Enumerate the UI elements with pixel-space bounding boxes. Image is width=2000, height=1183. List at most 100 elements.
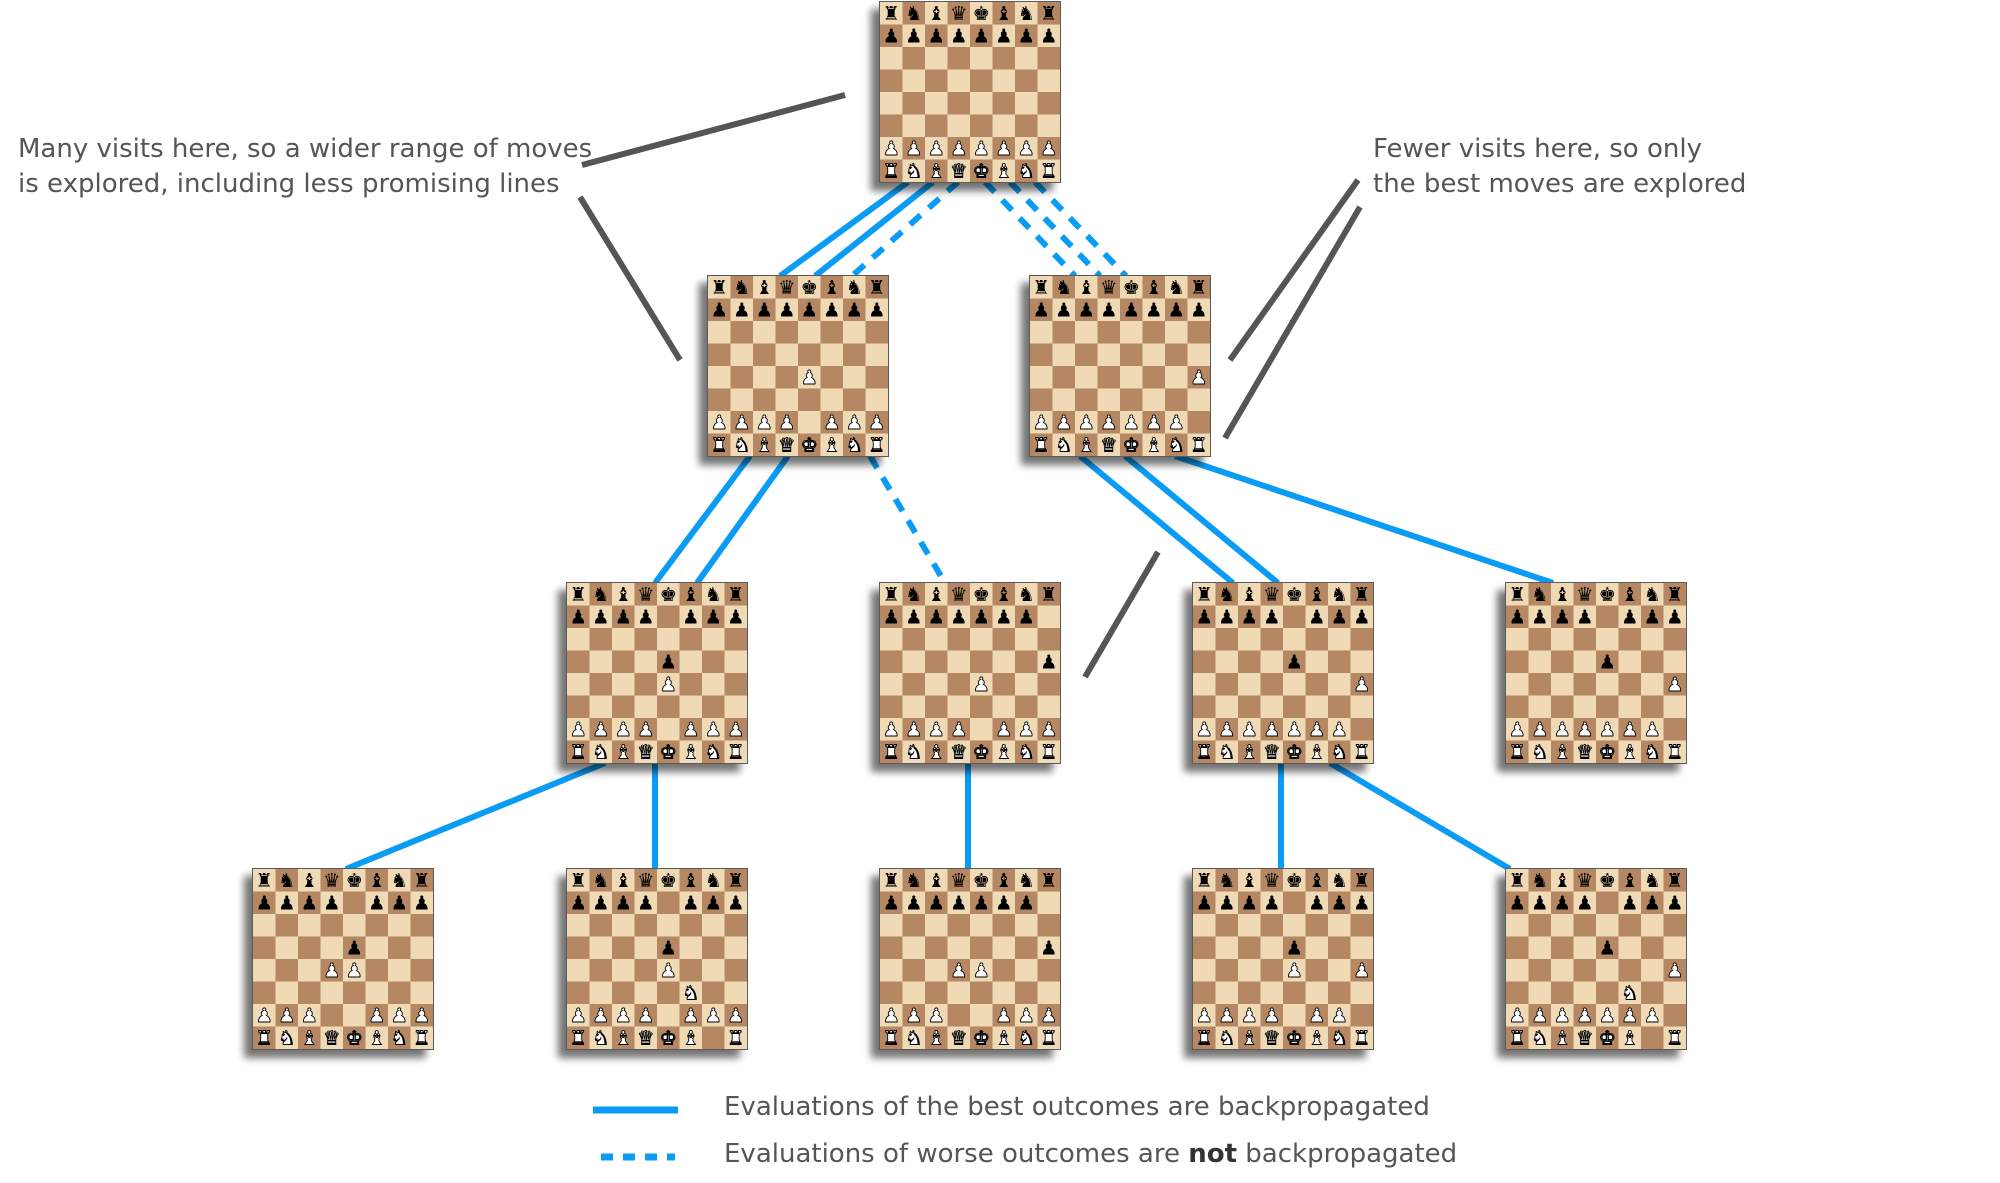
black-pawn-icon: ♟ xyxy=(1190,299,1207,322)
board-square xyxy=(1663,628,1686,651)
white-rook-icon: ♜ xyxy=(570,1027,587,1050)
white-pawn-icon: ♟ xyxy=(391,1004,408,1027)
board-square xyxy=(320,1004,343,1027)
white-pawn-icon: ♟ xyxy=(256,1004,273,1027)
board-square xyxy=(992,583,1015,606)
board-square xyxy=(753,276,776,299)
board-square xyxy=(320,891,343,914)
board-square xyxy=(1573,650,1596,673)
black-pawn-icon: ♟ xyxy=(1599,937,1616,960)
board-square xyxy=(1641,981,1664,1004)
board-square xyxy=(1596,1004,1619,1027)
white-bishop-icon: ♝ xyxy=(1621,741,1638,764)
white-pawn-icon: ♟ xyxy=(711,411,728,434)
black-rook-icon: ♜ xyxy=(1190,276,1207,299)
black-pawn-icon: ♟ xyxy=(711,299,728,322)
board-square xyxy=(702,740,725,763)
chess-board: ♜♞♝♛♚♝♞♜♟♟♟♟♟♟♟♟♟♟♟♟♟♟♟♟♜♞♝♛♚♝♞♜ xyxy=(879,582,1061,764)
board-square xyxy=(708,366,731,389)
board-square xyxy=(612,605,635,628)
white-pawn-icon: ♟ xyxy=(973,959,990,982)
board-square xyxy=(365,891,388,914)
white-knight-icon: ♞ xyxy=(391,1027,408,1050)
board-square xyxy=(1260,914,1283,937)
board-square xyxy=(970,69,993,92)
board-square xyxy=(775,276,798,299)
black-knight-icon: ♞ xyxy=(1531,583,1548,606)
black-bishop-icon: ♝ xyxy=(615,869,632,892)
board-square xyxy=(902,583,925,606)
black-rook-icon: ♜ xyxy=(1033,276,1050,299)
board-square xyxy=(320,869,343,892)
board-square xyxy=(1260,605,1283,628)
black-pawn-icon: ♟ xyxy=(756,299,773,322)
white-king-icon: ♚ xyxy=(1286,741,1303,764)
board-square xyxy=(1037,695,1060,718)
board-square xyxy=(1238,650,1261,673)
board-square xyxy=(343,869,366,892)
black-pawn-icon: ♟ xyxy=(1621,606,1638,629)
board-square xyxy=(1663,914,1686,937)
board-square xyxy=(1215,936,1238,959)
board-square xyxy=(679,673,702,696)
white-pawn-icon: ♟ xyxy=(905,137,922,160)
board-square xyxy=(1641,936,1664,959)
board-square xyxy=(1037,936,1060,959)
legend-dashed-label: Evaluations of worse outcomes are not ba… xyxy=(724,1139,1457,1169)
white-pawn-icon: ♟ xyxy=(1241,1004,1258,1027)
black-bishop-icon: ♝ xyxy=(368,869,385,892)
board-square xyxy=(298,891,321,914)
board-square xyxy=(1350,981,1373,1004)
board-square xyxy=(1641,650,1664,673)
board-square xyxy=(679,936,702,959)
annotation-pointer-line xyxy=(1082,550,1161,679)
edge-solid xyxy=(652,454,753,585)
board-square xyxy=(970,24,993,47)
board-square xyxy=(902,92,925,115)
white-pawn-icon: ♟ xyxy=(905,718,922,741)
board-square xyxy=(1215,1004,1238,1027)
black-pawn-icon: ♟ xyxy=(995,892,1012,915)
legend-solid-text: Evaluations of the best outcomes are bac… xyxy=(724,1092,1430,1122)
white-bishop-icon: ♝ xyxy=(1145,434,1162,457)
board-square xyxy=(634,981,657,1004)
board-square xyxy=(275,891,298,914)
board-square xyxy=(1641,628,1664,651)
board-square xyxy=(1596,740,1619,763)
board-square xyxy=(634,914,657,937)
white-rook-icon: ♜ xyxy=(1353,741,1370,764)
board-square xyxy=(820,321,843,344)
edge-dashed xyxy=(982,179,1078,279)
board-square xyxy=(1075,411,1098,434)
white-pawn-icon: ♟ xyxy=(1196,1004,1213,1027)
board-square xyxy=(1260,695,1283,718)
black-knight-icon: ♞ xyxy=(278,869,295,892)
board-square xyxy=(970,673,993,696)
board-square xyxy=(657,718,680,741)
board-square xyxy=(1641,959,1664,982)
white-king-icon: ♚ xyxy=(1123,434,1140,457)
board-square xyxy=(702,583,725,606)
board-square xyxy=(702,695,725,718)
board-square xyxy=(1350,959,1373,982)
board-square xyxy=(679,695,702,718)
board-square xyxy=(1328,695,1351,718)
board-square xyxy=(902,2,925,25)
board-square xyxy=(567,914,590,937)
board-square xyxy=(612,628,635,651)
board-square xyxy=(992,959,1015,982)
black-pawn-icon: ♟ xyxy=(883,892,900,915)
board-square xyxy=(1350,673,1373,696)
board-square xyxy=(902,47,925,70)
black-pawn-icon: ♟ xyxy=(950,25,967,48)
board-square xyxy=(1350,628,1373,651)
board-square xyxy=(612,1004,635,1027)
board-square xyxy=(1305,583,1328,606)
black-knight-icon: ♞ xyxy=(905,583,922,606)
board-square xyxy=(902,137,925,160)
white-pawn-icon: ♟ xyxy=(1353,959,1370,982)
board-square xyxy=(657,628,680,651)
black-knight-icon: ♞ xyxy=(1018,583,1035,606)
board-square xyxy=(1120,276,1143,299)
black-pawn-icon: ♟ xyxy=(592,606,609,629)
